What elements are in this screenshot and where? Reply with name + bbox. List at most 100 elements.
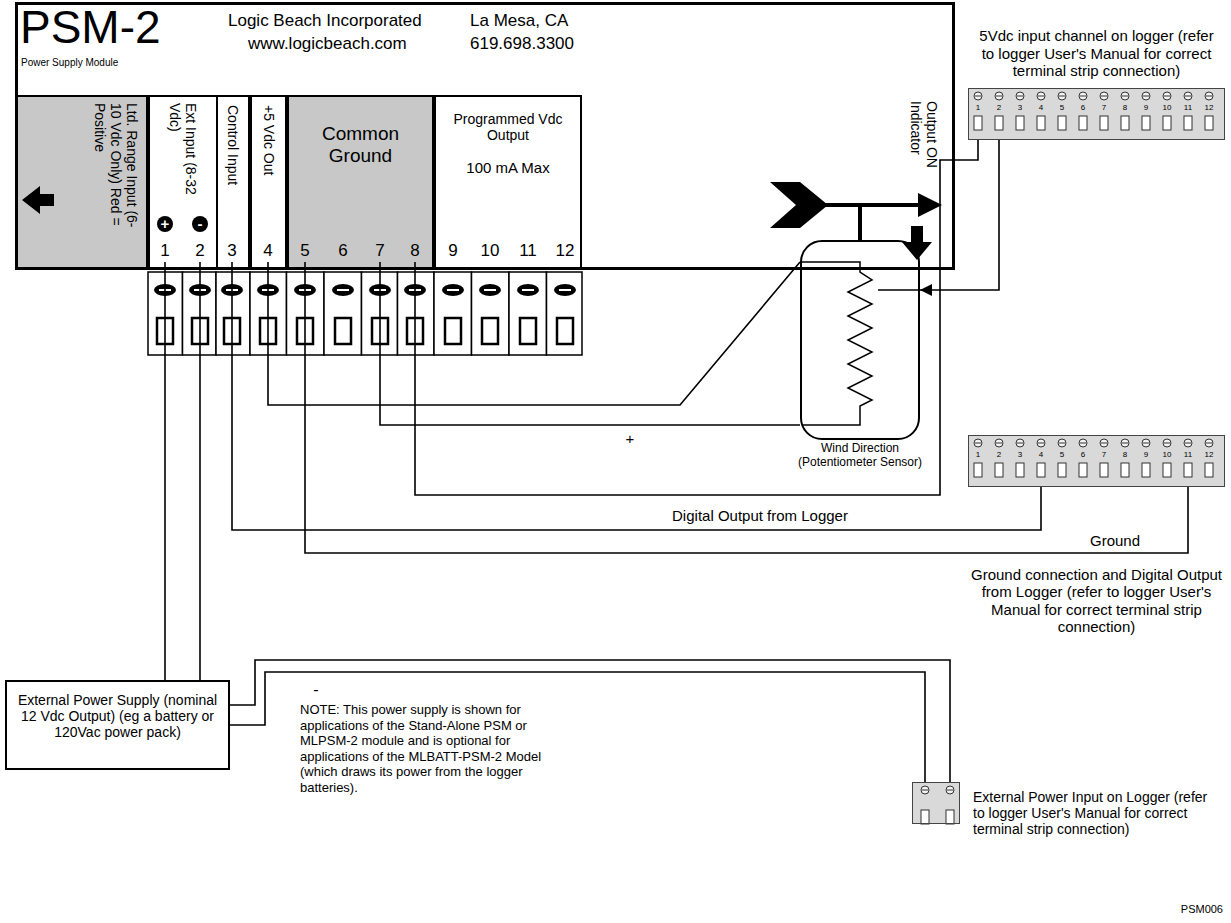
- wire-hole: [1205, 116, 1213, 130]
- screw-head: [1163, 92, 1171, 100]
- screw-slot: [1080, 96, 1086, 97]
- pin-number: 11: [1184, 103, 1192, 113]
- screw-head: [1142, 92, 1150, 100]
- module-housing: PSM-2Power Supply ModuleLogic Beach Inco…: [15, 2, 955, 270]
- pin-number: 7: [1102, 103, 1106, 113]
- screw-slot: [975, 443, 981, 444]
- node-label: Ext Input (8-32 Vdc): [167, 103, 199, 195]
- screw-slot: [1164, 443, 1170, 444]
- wire-hole: [1100, 463, 1108, 477]
- company-phone: 619.698.3300: [470, 34, 574, 54]
- screw-head: [1100, 92, 1108, 100]
- strip-caption: Ground connection and Digital Output fro…: [969, 566, 1225, 635]
- screw-head: [1121, 92, 1129, 100]
- screw-slot: [1164, 96, 1170, 97]
- pin-number: 10: [1163, 103, 1172, 113]
- polarity-symbol: +: [157, 216, 173, 232]
- power-supply-box: External Power Supply (nominal 12 Vdc Ou…: [5, 680, 230, 770]
- node-label: External Power Supply (nominal 12 Vdc Ou…: [15, 692, 220, 740]
- logger-terminal-strip: Ground connection and Digital Output fro…: [968, 435, 1225, 487]
- wire: [305, 262, 1188, 553]
- logger-power-terminal: External Power Input on Logger (refer to…: [912, 782, 960, 824]
- screw-slot: [1017, 443, 1023, 444]
- screw-slot: [1080, 443, 1086, 444]
- screw-block: [509, 272, 547, 355]
- vane-pole: [858, 205, 862, 240]
- pin-number: 8: [1123, 450, 1127, 460]
- screw-head: [1121, 439, 1129, 447]
- screw-slot: [1206, 443, 1212, 444]
- pin-number: 1: [976, 103, 980, 113]
- screw-head: [1205, 92, 1213, 100]
- grey-cell-fill: [287, 95, 434, 270]
- strip-caption: 5Vdc input channel on logger (refer to l…: [977, 27, 1217, 79]
- screw-slot: [1185, 443, 1191, 444]
- node-label: 6: [338, 241, 347, 261]
- wire-hole: [1142, 463, 1150, 477]
- screw-head: [946, 786, 954, 794]
- node-label: Ltd. Range Input (6-10 Vdc Only) Red = P…: [92, 103, 140, 231]
- screw-block: [472, 272, 510, 355]
- wire: [164, 262, 166, 680]
- terminal-group: Ext Input (8-32 Vdc) 12: [148, 95, 218, 270]
- company-city: La Mesa, CA: [470, 11, 568, 31]
- logger-terminal-strip: 5Vdc input channel on logger (refer to l…: [968, 88, 1225, 140]
- terminal-number: 3: [222, 240, 242, 262]
- wire-hole: [995, 463, 1003, 477]
- pin-number: 2: [997, 450, 1001, 460]
- wire-hole: [1163, 116, 1171, 130]
- screw-head: [1142, 439, 1150, 447]
- terminal-number: 9: [443, 240, 463, 262]
- screw-slot: [484, 289, 496, 291]
- drawing-number: PSM006: [1181, 903, 1223, 916]
- model-subtitle: Power Supply Module: [21, 57, 118, 69]
- wire-hole: [974, 116, 982, 130]
- note-text: NOTE: This power supply is shown for app…: [300, 702, 565, 796]
- screw-head: [1079, 92, 1087, 100]
- node-label: 4: [263, 241, 272, 261]
- wire-hole: [1079, 463, 1087, 477]
- grey-cell-fill: [15, 95, 148, 270]
- screw-head: [921, 786, 929, 794]
- screw-head: [442, 284, 464, 296]
- screw-slot: [522, 289, 534, 291]
- screw-head: [1016, 92, 1024, 100]
- screw-slot: [337, 289, 349, 291]
- polarity-mark: -: [313, 680, 318, 699]
- screw-slot: [1143, 96, 1149, 97]
- screw-slot: [996, 96, 1002, 97]
- wire-hole: [482, 318, 498, 344]
- pin-number: 5: [1060, 103, 1064, 113]
- wire-hole: [1037, 463, 1045, 477]
- screw-slot: [1101, 443, 1107, 444]
- wire-hole: [1205, 463, 1213, 477]
- terminal-number: 10: [480, 240, 500, 262]
- wire-label: +: [624, 430, 637, 448]
- node-label: 7: [375, 241, 384, 261]
- down-arrow-symbol: [902, 226, 932, 260]
- terminal-number: 2: [190, 240, 210, 262]
- terminal-group: Control Input3: [216, 95, 250, 270]
- node-label: 2: [195, 241, 204, 261]
- node-label: 9: [448, 241, 457, 261]
- screw-head: [1058, 92, 1066, 100]
- screw-head: [974, 439, 982, 447]
- sensor-caption: Wind Direction (Potentiometer Sensor): [790, 442, 930, 470]
- node-label: 8: [410, 241, 419, 261]
- screw-slot: [1143, 443, 1149, 444]
- terminal-number: 12: [555, 240, 575, 262]
- wire-hole: [445, 318, 461, 344]
- screw-slot: [922, 790, 928, 791]
- terminal-number: 1: [155, 240, 175, 262]
- pin-number: 7: [1102, 450, 1106, 460]
- wire: [380, 262, 800, 425]
- pin-number: 1: [976, 450, 980, 460]
- screw-slot: [1059, 443, 1065, 444]
- wire-hole: [1016, 463, 1024, 477]
- wire-hole: [946, 810, 954, 824]
- terminal-group: Programmed Vdc Output100 mA Max9101112: [434, 95, 582, 270]
- pin-number: 6: [1081, 450, 1085, 460]
- node-label: 10: [481, 241, 500, 261]
- screw-head: [1016, 439, 1024, 447]
